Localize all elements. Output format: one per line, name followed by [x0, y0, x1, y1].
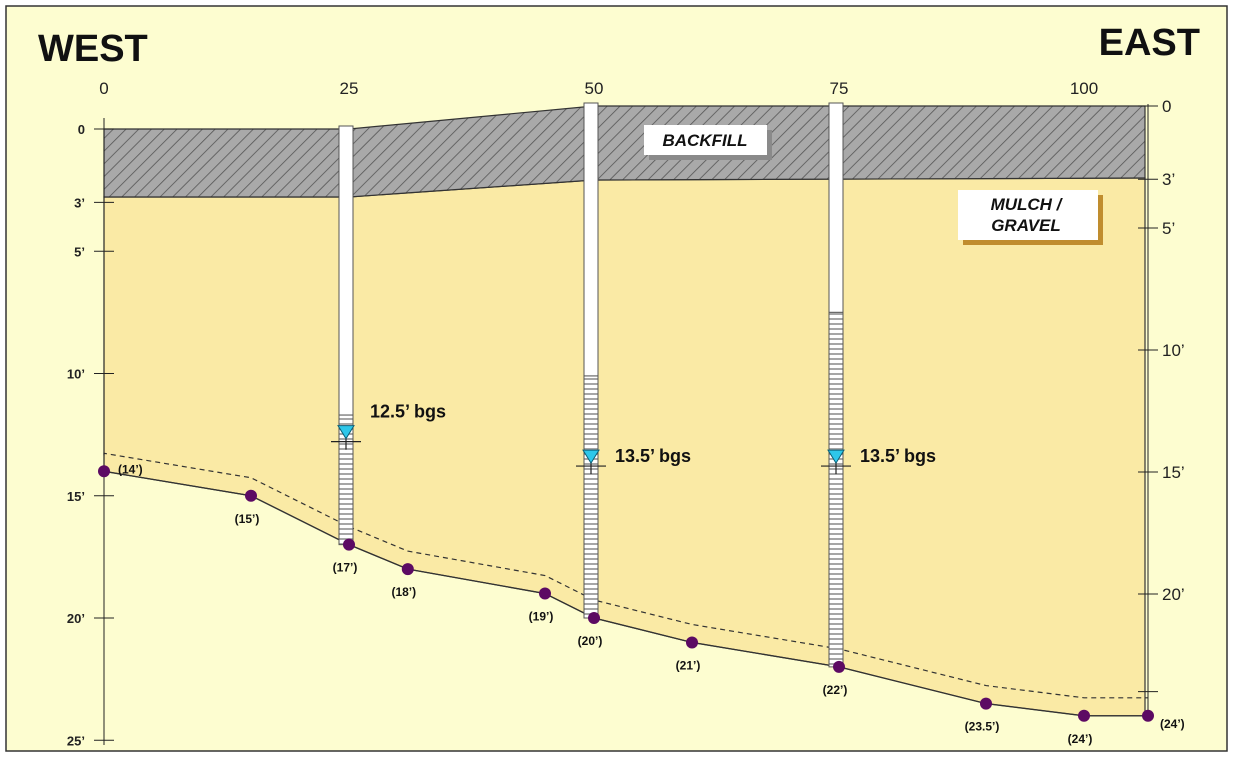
backfill-label: BACKFILL — [663, 131, 748, 150]
x-tick-label: 50 — [585, 79, 604, 98]
left-tick-label: 10’ — [67, 367, 85, 382]
right-tick-label: 20’ — [1162, 585, 1185, 604]
bottom-point-label: (21’) — [676, 658, 701, 672]
monitoring-wells: 12.5’ bgs 13.5’ bgs 13.5’ bgs — [331, 102, 936, 668]
bottom-point — [401, 563, 414, 576]
right-depth-axis: 0 3’ 5’ 10’ 15’ 20’ — [1138, 97, 1185, 720]
water-level-triangle-icon — [337, 425, 355, 440]
bottom-point — [833, 660, 845, 673]
x-tick-label: 25 — [340, 79, 359, 98]
well-1: 12.5’ bgs — [331, 125, 446, 546]
bottom-point — [686, 636, 698, 649]
backfill-layer — [103, 105, 1146, 198]
right-tick-label: 5’ — [1162, 219, 1175, 238]
dashed-boundary-line — [103, 452, 1148, 699]
water-level-triangle-icon — [582, 449, 600, 465]
bottom-point-label: (18’) — [391, 585, 416, 599]
right-tick-label: 3’ — [1162, 170, 1175, 189]
bottom-point — [539, 587, 551, 600]
bottom-point-label: (24’) — [1160, 717, 1185, 731]
water-level-triangle-icon — [827, 449, 845, 465]
well-screen — [828, 311, 844, 668]
mulch-label-line-1: MULCH / — [991, 195, 1064, 214]
well-2: 13.5’ bgs — [576, 102, 691, 619]
well-casing — [583, 102, 599, 377]
distance-axis: 0 25 50 75 100 — [99, 79, 1098, 119]
east-label: EAST — [1099, 22, 1200, 64]
bottom-point-label: (23.5’) — [965, 720, 1000, 734]
bottom-point — [98, 465, 110, 478]
right-tick-label: 10’ — [1162, 341, 1185, 360]
bottom-point — [1078, 709, 1090, 722]
backfill-label-box: BACKFILL — [644, 125, 772, 160]
water-level-label: 13.5’ bgs — [860, 446, 936, 466]
bottom-point — [245, 489, 257, 502]
right-tick-label: 0 — [1162, 97, 1171, 116]
mulch-gravel-label-box: MULCH / GRAVEL — [958, 190, 1103, 245]
bottom-point-label: (22’) — [823, 683, 848, 697]
bottom-point-label: (24’) — [1068, 732, 1093, 746]
water-level-label: 13.5’ bgs — [615, 446, 691, 466]
mulch-label-line-2: GRAVEL — [991, 216, 1061, 235]
well-casing — [338, 125, 354, 416]
bottom-point — [343, 538, 355, 551]
well-screen — [583, 375, 599, 619]
left-tick-label: 5’ — [74, 244, 85, 259]
right-tick-label: 15’ — [1162, 463, 1185, 482]
bottom-point-label: (20’) — [578, 634, 603, 648]
well-3: 13.5’ bgs — [821, 102, 936, 668]
bottom-point-label: (15’) — [235, 512, 260, 526]
west-label: WEST — [38, 28, 148, 70]
well-casing — [828, 102, 844, 313]
bottom-points: (14’) (15’) (17’) (18’) (19’) (20’) (21’) (22’)… — [98, 462, 1185, 746]
left-tick-label: 25’ — [67, 733, 85, 748]
x-tick-label: 100 — [1070, 79, 1098, 98]
bottom-point-label: (19’) — [529, 610, 554, 624]
left-tick-label: 0 — [78, 122, 85, 137]
left-tick-label: 15’ — [67, 489, 85, 504]
x-tick-label: 0 — [99, 79, 108, 98]
water-level-label: 12.5’ bgs — [370, 402, 446, 422]
bottom-point-label: (17’) — [333, 561, 358, 575]
bottom-point-label: (14’) — [118, 462, 143, 476]
bottom-point — [588, 612, 600, 624]
left-tick-label: 3’ — [74, 195, 85, 210]
bottom-point — [1142, 709, 1154, 722]
bottom-point — [980, 697, 992, 710]
left-depth-axis: 0 3’ 5’ 10’ 15’ 20’ 25’ — [67, 118, 114, 748]
left-tick-label: 20’ — [67, 611, 85, 626]
x-tick-label: 75 — [830, 79, 849, 98]
